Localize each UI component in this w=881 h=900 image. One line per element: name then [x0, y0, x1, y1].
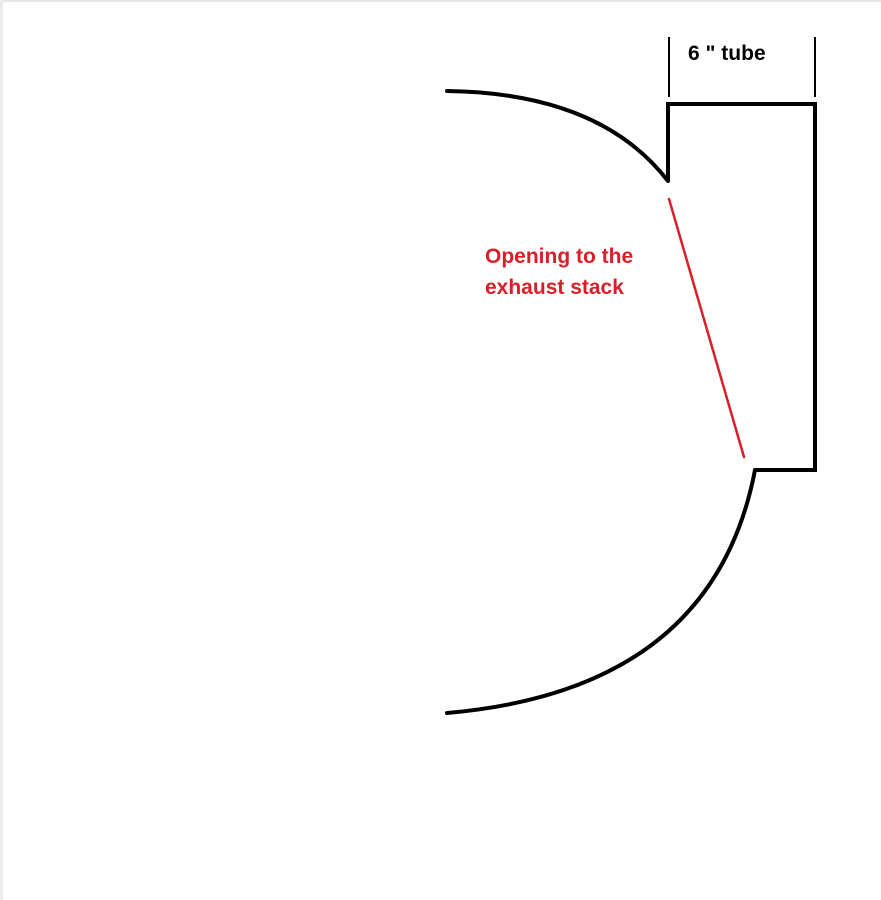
opening-label-line-2: exhaust stack: [485, 276, 624, 299]
opening-label-line-1: Opening to the: [485, 245, 634, 268]
tube-outline: [666, 102, 817, 472]
paper-edge-left: [0, 0, 3, 900]
opening-line: [667, 197, 746, 459]
paper-edge-top: [0, 0, 881, 2]
chamber-arc-upper: [445, 89, 670, 183]
tube-label: 6 " tube: [688, 42, 766, 65]
chamber-arc-lower: [445, 468, 757, 715]
opening-label: Opening to the exhaust stack: [485, 241, 633, 303]
